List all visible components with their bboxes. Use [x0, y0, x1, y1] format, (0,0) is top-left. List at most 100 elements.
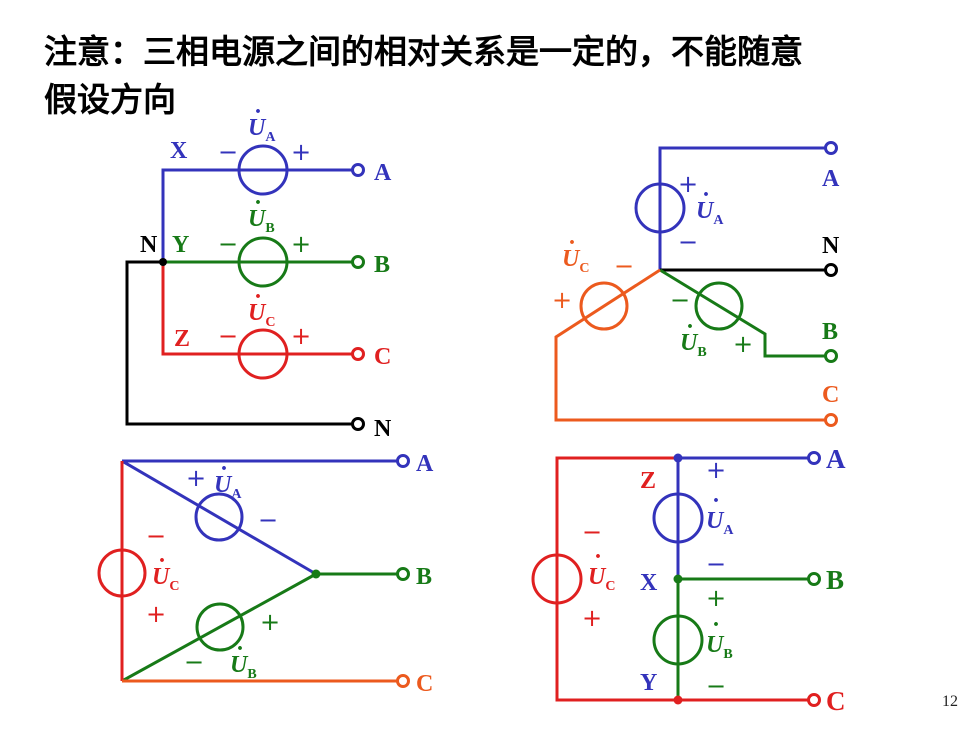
- phase-a-branch: [634, 141, 838, 270]
- svg-text:−: −: [218, 322, 238, 350]
- svg-text:UA: UA: [214, 472, 242, 502]
- svg-text:N: N: [140, 232, 158, 258]
- svg-text:X: X: [170, 138, 188, 164]
- svg-text:−: −: [218, 230, 238, 258]
- svg-text:·: ·: [568, 230, 576, 256]
- neutral-wire: [660, 263, 838, 277]
- svg-text:−: −: [706, 672, 726, 700]
- svg-text:·: ·: [702, 182, 710, 208]
- svg-text:+: +: [552, 286, 572, 314]
- svg-text:B: B: [374, 252, 390, 278]
- terminal-n: [351, 417, 365, 431]
- svg-text:+: +: [706, 456, 726, 484]
- svg-text:UB: UB: [680, 330, 707, 360]
- svg-text:UB: UB: [706, 632, 733, 662]
- phase-c-branch: [97, 461, 147, 681]
- svg-text:UB: UB: [248, 206, 275, 236]
- terminal-a: [807, 451, 821, 465]
- diagram-delta-triangle: [97, 454, 410, 688]
- svg-text:Z: Z: [174, 326, 190, 352]
- svg-text:C: C: [416, 671, 433, 697]
- svg-text:+: +: [582, 604, 602, 632]
- svg-text:+: +: [291, 138, 311, 166]
- source-ua: [194, 492, 244, 542]
- terminal-c: [351, 347, 365, 361]
- diagram-wye-tilted: [554, 141, 838, 427]
- diagram1-labels: X Y Z N A B C N − + UA · − + UB ·: [140, 99, 392, 442]
- svg-text:+: +: [291, 322, 311, 350]
- svg-text:C: C: [826, 686, 846, 716]
- svg-text:B: B: [826, 565, 844, 595]
- svg-text:A: A: [826, 444, 846, 474]
- svg-text:A: A: [416, 451, 434, 477]
- svg-text:UA: UA: [696, 198, 724, 228]
- phase-c-branch: [161, 264, 365, 380]
- source-ub: [694, 281, 744, 331]
- svg-text:UC: UC: [152, 564, 179, 594]
- svg-text:B: B: [822, 319, 838, 345]
- svg-text:−: −: [184, 648, 204, 676]
- svg-text:UC: UC: [562, 246, 589, 276]
- svg-text:N: N: [374, 416, 392, 442]
- svg-text:+: +: [678, 170, 698, 198]
- svg-text:−: −: [582, 518, 602, 546]
- node-z: [673, 453, 683, 463]
- node-x: [673, 574, 683, 584]
- svg-text:+: +: [260, 608, 280, 636]
- node-y: [673, 695, 683, 705]
- phase-b-branch: [652, 572, 821, 700]
- diagram4-labels: A B C Z X Y + − UA · + − UB · − + UC ·: [582, 444, 846, 716]
- svg-text:X: X: [640, 570, 658, 596]
- svg-text:+: +: [706, 584, 726, 612]
- svg-text:UB: UB: [230, 652, 257, 682]
- phase-b-branch: [163, 236, 365, 288]
- diagram3-labels: A B C + − UA · + − UB · − + UC ·: [146, 451, 434, 697]
- terminal-b: [807, 572, 821, 586]
- source-uc: [579, 281, 629, 331]
- terminal-b: [396, 567, 410, 581]
- phase-a-branch: [121, 454, 410, 576]
- svg-text:·: ·: [254, 190, 262, 216]
- svg-text:·: ·: [158, 548, 166, 574]
- svg-text:UC: UC: [588, 564, 615, 594]
- source-ua: [652, 492, 704, 544]
- svg-text:·: ·: [712, 612, 720, 638]
- svg-text:C: C: [822, 382, 839, 408]
- phase-b-branch: [659, 268, 838, 363]
- source-ub: [195, 602, 245, 652]
- svg-text:+: +: [291, 230, 311, 258]
- diagram-delta-vertical: [531, 451, 821, 707]
- svg-text:−: −: [258, 506, 278, 534]
- svg-text:·: ·: [254, 99, 262, 125]
- terminal-c: [824, 413, 838, 427]
- svg-text:−: −: [706, 550, 726, 578]
- svg-text:UC: UC: [248, 300, 275, 330]
- svg-text:Z: Z: [640, 468, 656, 494]
- svg-text:C: C: [374, 344, 391, 370]
- svg-text:·: ·: [220, 456, 228, 482]
- neutral-node: [159, 258, 167, 266]
- svg-text:+: +: [733, 330, 753, 358]
- source-ub: [652, 614, 704, 666]
- terminal-c: [807, 693, 821, 707]
- neutral-wire: [125, 260, 365, 431]
- svg-text:+: +: [186, 464, 206, 492]
- svg-text:−: −: [146, 522, 166, 550]
- terminal-a: [351, 163, 365, 177]
- phase-a-branch: [161, 144, 365, 260]
- svg-text:Y: Y: [172, 232, 189, 258]
- svg-text:·: ·: [686, 314, 694, 340]
- svg-text:·: ·: [254, 284, 262, 310]
- terminal-c: [396, 674, 410, 688]
- svg-text:−: −: [678, 228, 698, 256]
- slide-title: 注意：三相电源之间的相对关系是一定的，不能随意 假设方向: [44, 28, 944, 124]
- svg-text:A: A: [822, 166, 840, 192]
- svg-text:−: −: [614, 252, 634, 280]
- diagram-wye-with-neutral: [125, 144, 365, 431]
- b-node: [311, 569, 321, 579]
- svg-text:·: ·: [594, 544, 602, 570]
- svg-text:N: N: [822, 233, 840, 259]
- svg-text:A: A: [374, 160, 392, 186]
